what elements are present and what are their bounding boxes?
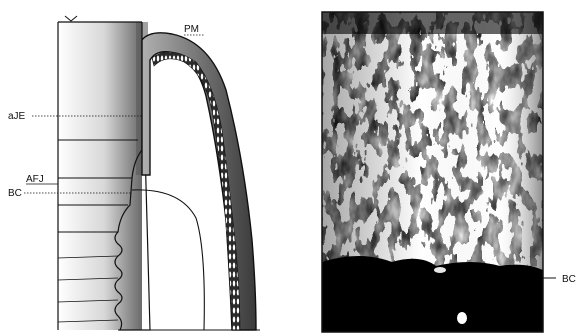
svg-text:AFJ: AFJ xyxy=(26,174,44,185)
schematic-drawing: PM aJE AFJ BC xyxy=(8,16,260,330)
svg-text:BC: BC xyxy=(8,188,22,199)
bone-mass xyxy=(322,256,543,332)
svg-text:PM: PM xyxy=(184,24,199,35)
label-afj: AFJ xyxy=(26,174,58,185)
crown-tip-mark xyxy=(65,16,77,21)
svg-text:aJE: aJE xyxy=(8,111,26,122)
bone-crest-line xyxy=(132,190,204,330)
label-pm: PM xyxy=(184,24,204,35)
tooth-root xyxy=(58,22,148,330)
micrograph: BC xyxy=(322,12,576,332)
svg-text:BC: BC xyxy=(562,274,576,285)
micrograph-label-bc: BC xyxy=(543,274,576,285)
